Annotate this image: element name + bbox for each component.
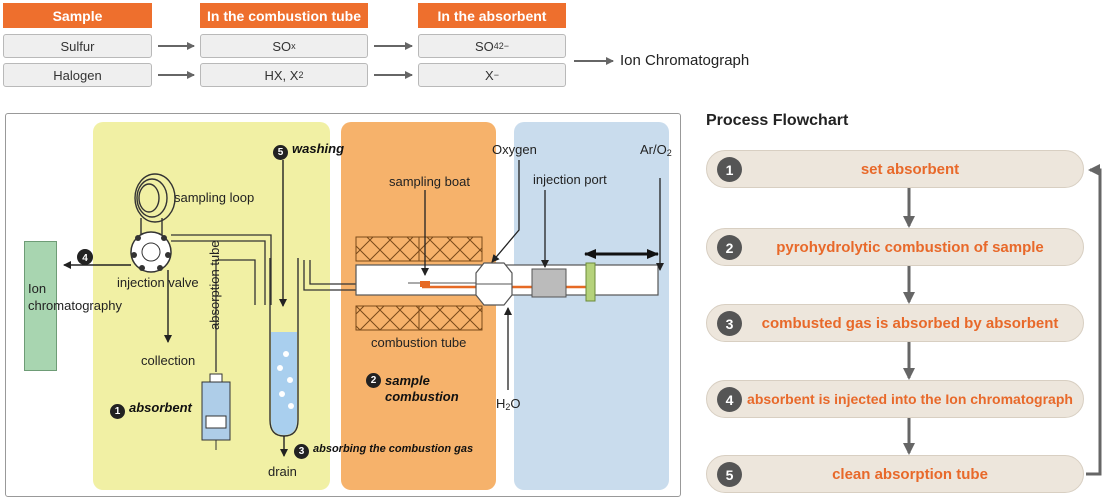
ar-o2-sub: 2: [666, 148, 672, 158]
injection-port-seal: [585, 262, 596, 302]
h2o-tail: O: [510, 396, 521, 411]
sampling-loop-coil: [134, 173, 176, 236]
label-combustion-tube: combustion tube: [371, 335, 467, 350]
apparatus-diagram: [5, 113, 681, 497]
step-2-sample-combustion: 2 sample combustion: [366, 373, 459, 405]
tube-halogen-formula: HX, X: [264, 67, 299, 83]
label-collection: collection: [141, 353, 196, 368]
flow-step-4-number: 4: [717, 387, 742, 412]
flow-step-4: 4 absorbent is injected into the Ion chr…: [706, 380, 1084, 418]
apparatus-drawing: 4: [63, 160, 664, 457]
flow-step-5-number: 5: [717, 462, 742, 487]
table-arrows: [158, 42, 614, 79]
step-1-badge: 1: [110, 404, 125, 419]
tube-sulfur-sub: x: [291, 41, 296, 51]
flow-step-3-text: combusted gas is absorbed by absorbent: [761, 314, 1059, 332]
header-combustion-tube: In the combustion tube: [200, 3, 368, 28]
h2o-sub: 2: [505, 402, 511, 412]
ion-chromatography-box: [24, 241, 57, 371]
flow-step-1: 1 set absorbent: [706, 150, 1084, 188]
step-3-badge: 3: [294, 444, 309, 459]
step-1-absorbent: 1 absorbent: [110, 400, 192, 419]
injection-zone: [514, 122, 669, 490]
h2o-main: H: [496, 396, 506, 411]
tube-halogen-sub: 2: [298, 70, 304, 80]
flow-step-1-text: set absorbent: [860, 160, 960, 178]
flow-step-4-text: absorbent is injected into the Ion chrom…: [747, 391, 1073, 407]
destination-label: Ion Chromatograph: [620, 52, 750, 69]
flow-step-5-text: clean absorption tube: [832, 465, 988, 483]
absorption-tube-vessel: [269, 258, 299, 437]
label-sampling-boat: sampling boat: [389, 174, 470, 189]
injection-port-block: [531, 268, 567, 298]
tube-sulfur-formula: SO: [272, 38, 292, 54]
flow-step-3-number: 3: [717, 311, 742, 336]
absorbent-sulfur-formula: SO: [474, 38, 494, 54]
step-4-number: 4: [82, 253, 88, 264]
label-absorption-tube: absorption tube: [207, 240, 222, 330]
tubing-valve-to-tube: [171, 234, 272, 305]
oxygen-arrow: [491, 160, 520, 263]
step-2-badge: 2: [366, 373, 381, 388]
cell-sample-sulfur: Sulfur: [3, 34, 152, 58]
flow-step-2: 2 pyrohydrolytic combustion of sample: [706, 228, 1084, 266]
sampling-boat: [420, 281, 430, 287]
step-2-label: sample combustion: [385, 373, 459, 404]
step-4-marker: [77, 249, 93, 265]
label-oxygen: Oxygen: [492, 142, 537, 157]
label-sampling-loop: sampling loop: [174, 190, 255, 205]
label-injection-valve: injection valve: [117, 275, 199, 290]
cell-sample-halogen: Halogen: [3, 63, 152, 87]
tubing-valve-to-tube-2: [171, 240, 266, 305]
step-5-badge: 5: [273, 145, 288, 160]
tubing-tube-to-combustion-2: [309, 260, 356, 285]
step-1-label: absorbent: [129, 400, 192, 415]
flow-loop-arrow: [1086, 164, 1102, 476]
step-5-washing: 5 washing: [273, 141, 344, 160]
absorbent-sulfur-sup: 2−: [498, 41, 510, 51]
label-ar-o2: Ar/O2: [640, 142, 672, 158]
label-drain: drain: [268, 464, 297, 479]
step-5-label: washing: [292, 141, 345, 156]
absorbent-syringe: [201, 373, 231, 450]
flow-step-2-number: 2: [717, 235, 742, 260]
label-injection-port: injection port: [533, 172, 607, 187]
cell-absorbent-halogen: X−: [418, 63, 566, 87]
header-sample: Sample: [3, 3, 152, 28]
flow-step-5: 5 clean absorption tube: [706, 455, 1084, 493]
flow-step-2-text: pyrohydrolytic combustion of sample: [776, 238, 1044, 256]
label-ion-chromatography: Ion chromatography: [28, 281, 122, 313]
injection-valve-icon: [130, 231, 172, 273]
label-h2o: H2O: [496, 396, 521, 412]
flowchart-arrows: [903, 164, 1102, 476]
tubing-syringe: [215, 259, 256, 372]
flowchart-title: Process Flowchart: [706, 112, 849, 129]
absorbent-halogen-formula: X: [485, 67, 494, 83]
header-absorbent: In the absorbent: [418, 3, 566, 28]
step-3-label: absorbing the combustion gas: [313, 443, 474, 455]
flow-step-1-number: 1: [717, 157, 742, 182]
absorbent-sulfur-sub: 4: [493, 41, 499, 51]
ar-o2-main: Ar/O: [640, 142, 667, 157]
step-3-absorbing: 3 absorbing the combustion gas: [294, 443, 473, 459]
flow-step-3: 3 combusted gas is absorbed by absorbent: [706, 304, 1084, 342]
absorbent-halogen-sup: −: [493, 70, 499, 80]
